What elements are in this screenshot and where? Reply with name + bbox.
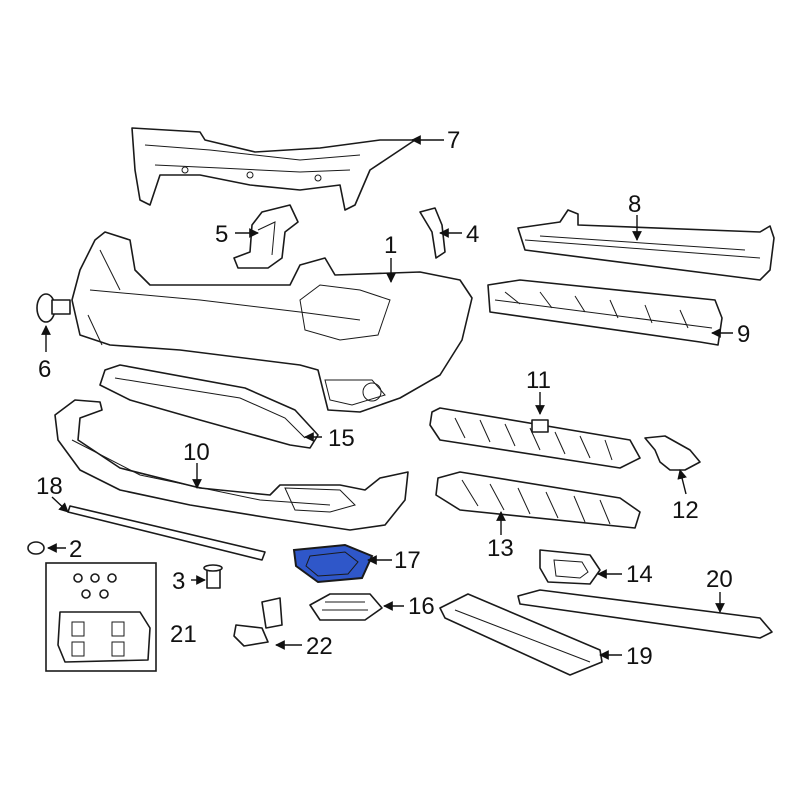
- callout-9[interactable]: 9: [737, 321, 750, 348]
- part-15-grille[interactable]: [99, 364, 319, 449]
- callout-7[interactable]: 7: [447, 127, 460, 154]
- callout-3[interactable]: 3: [172, 568, 185, 595]
- leader-lines: [41, 135, 733, 660]
- callout-16[interactable]: 16: [408, 593, 435, 620]
- callout-10[interactable]: 10: [183, 439, 210, 466]
- part-22-sensor[interactable]: [233, 597, 283, 647]
- part-12-bracket[interactable]: [644, 435, 701, 471]
- callout-20[interactable]: 20: [706, 566, 733, 593]
- callout-2[interactable]: 2: [69, 536, 82, 563]
- part-21-kit-box[interactable]: [45, 562, 157, 672]
- part-9-absorber[interactable]: [487, 279, 723, 346]
- part-16-vent[interactable]: [309, 593, 383, 621]
- callout-17[interactable]: 17: [394, 547, 421, 574]
- part-7-upper-bracket[interactable]: [131, 127, 416, 211]
- part-5-bracket[interactable]: [233, 204, 299, 269]
- callout-18[interactable]: 18: [36, 473, 63, 500]
- callout-11[interactable]: 11: [526, 367, 551, 394]
- part-8-reinforcement[interactable]: [517, 209, 775, 281]
- part-3-retainer[interactable]: [203, 564, 223, 589]
- callout-8[interactable]: 8: [628, 191, 641, 218]
- callout-12[interactable]: 12: [672, 497, 699, 524]
- callout-22[interactable]: 22: [306, 633, 333, 660]
- part-11-shutter[interactable]: [429, 407, 641, 469]
- part-20-trim[interactable]: [517, 589, 773, 639]
- part-18-strip[interactable]: [67, 505, 266, 561]
- part-14-bezel-frame[interactable]: [539, 549, 601, 585]
- callout-14[interactable]: 14: [626, 561, 653, 588]
- callout-13[interactable]: 13: [487, 535, 514, 562]
- callout-15[interactable]: 15: [328, 425, 355, 452]
- part-2-pin[interactable]: [27, 541, 45, 555]
- callout-1[interactable]: 1: [384, 232, 397, 259]
- part-4-clip[interactable]: [419, 207, 446, 259]
- callout-4[interactable]: 4: [466, 221, 479, 248]
- part-17-bezel[interactable]: [292, 543, 374, 584]
- callout-19[interactable]: 19: [626, 643, 653, 670]
- callout-numbers: 7 8 5 4 1 6 9 11 15 10 18 12 13 2 17 14 …: [36, 127, 750, 670]
- callout-5[interactable]: 5: [215, 221, 228, 248]
- callout-21[interactable]: 21: [170, 621, 197, 648]
- part-1-bumper-cover[interactable]: [71, 231, 473, 413]
- part-19-skid-plate[interactable]: [439, 593, 603, 676]
- callout-6[interactable]: 6: [38, 356, 51, 383]
- part-13-lower-grille[interactable]: [435, 471, 641, 529]
- part-6-knob[interactable]: [36, 293, 71, 323]
